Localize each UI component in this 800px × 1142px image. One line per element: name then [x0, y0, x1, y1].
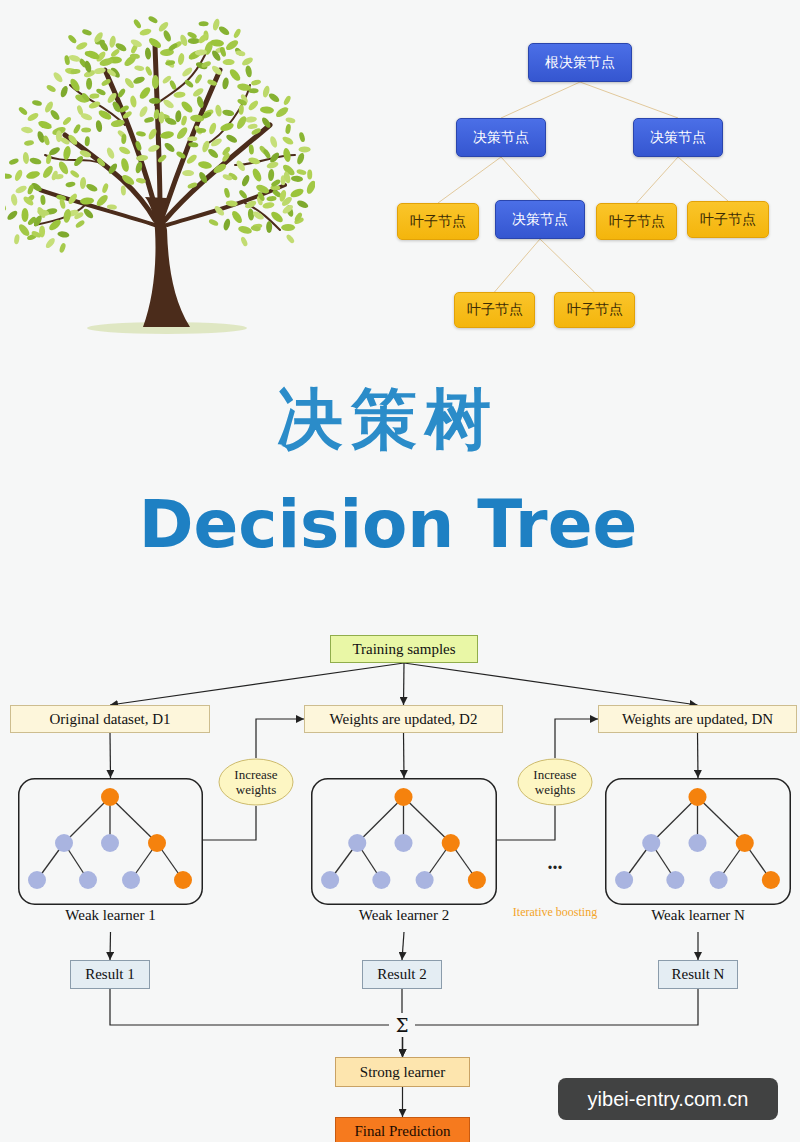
node-text: 叶子节点	[467, 301, 523, 319]
connector	[403, 663, 405, 705]
connector	[637, 157, 679, 203]
final-node: Final Prediction	[335, 1117, 470, 1142]
blue-node: 根决策节点	[528, 43, 632, 82]
node-text: Original dataset, D1	[49, 711, 170, 728]
node-text: Increase weights	[524, 767, 586, 797]
ellipse-node: Increase weights	[517, 758, 593, 806]
weak-learner-tree	[19, 779, 203, 905]
strong-node: Strong learner	[335, 1057, 470, 1087]
connector	[497, 806, 555, 840]
connector	[256, 719, 304, 758]
cream-node: Original dataset, D1	[10, 705, 210, 733]
node-text: Final Prediction	[354, 1123, 450, 1140]
connector	[501, 157, 540, 200]
learner-label: Weak learner N	[595, 907, 800, 924]
node-text: 叶子节点	[410, 213, 466, 231]
connector	[203, 806, 256, 840]
label-text: yibei-entry.com.cn	[558, 1078, 778, 1120]
ellipse-shape	[518, 759, 592, 805]
cream-node: Weights are updated, DN	[598, 705, 797, 733]
learner-svg	[18, 778, 203, 905]
connector	[580, 82, 678, 118]
connector	[402, 1087, 403, 1117]
learner-box	[18, 778, 203, 905]
yellow-node: 叶子节点	[397, 203, 479, 240]
diagram-title: 决策树	[188, 378, 588, 462]
yellow-node: 叶子节点	[454, 292, 535, 328]
node-text: Result 1	[85, 966, 135, 983]
label-text: Iterative boosting	[485, 903, 625, 921]
connector	[403, 989, 699, 1057]
tree-trunk	[143, 197, 190, 327]
node-text: 叶子节点	[609, 213, 665, 231]
learner-label: Weak learner 2	[301, 907, 507, 924]
node-text: Training samples	[352, 641, 455, 658]
node-text: Result 2	[377, 966, 427, 983]
label-text: Decision Tree	[40, 484, 736, 564]
green-node: Training samples	[330, 635, 478, 663]
node-text: 决策节点	[512, 211, 568, 229]
learner-box	[605, 778, 791, 905]
connector	[110, 989, 403, 1057]
connector	[678, 157, 728, 201]
yellow-node: 叶子节点	[554, 292, 635, 328]
blue-node: 决策节点	[633, 118, 723, 157]
connector	[404, 663, 698, 705]
blue-node: 决策节点	[495, 200, 585, 239]
connector	[402, 932, 404, 960]
node-text: 叶子节点	[700, 211, 756, 229]
connector	[697, 932, 698, 960]
blue-node: 决策节点	[456, 118, 546, 157]
node-text: 叶子节点	[567, 301, 623, 319]
ellipse-shape	[219, 759, 293, 805]
connector	[403, 733, 405, 778]
learner-svg	[605, 778, 791, 905]
result-node: Result 2	[362, 960, 442, 989]
connector	[501, 82, 580, 118]
weak-learner-tree	[312, 779, 496, 905]
cream-node: Weights are updated, D2	[304, 705, 503, 733]
connector	[555, 719, 598, 758]
learner-node: Weak learner 1	[18, 778, 203, 932]
learner-label: Weak learner 1	[8, 907, 213, 924]
node-text: Result N	[672, 966, 725, 983]
label-text: ...	[535, 850, 575, 874]
ellipse-node: Increase weights	[218, 758, 294, 806]
node-text: 决策节点	[650, 129, 706, 147]
learner-node: Weak learner 2	[311, 778, 497, 932]
connector	[110, 663, 404, 705]
weak-learner-tree	[606, 779, 790, 905]
connector	[109, 733, 111, 778]
tree-illustration	[5, 15, 315, 340]
node-text: Increase weights	[225, 767, 287, 797]
node-text: Weights are updated, D2	[330, 711, 478, 728]
connector	[697, 733, 699, 778]
node-text: Strong learner	[360, 1064, 445, 1081]
yellow-node: 叶子节点	[687, 201, 769, 238]
learner-box	[311, 778, 497, 905]
result-node: Result 1	[70, 960, 150, 989]
node-text: 根决策节点	[545, 54, 615, 72]
label-text: Σ	[392, 1013, 412, 1037]
connector	[438, 157, 501, 203]
connector	[109, 932, 111, 960]
connector	[540, 239, 595, 292]
learner-svg	[311, 778, 497, 905]
yellow-node: 叶子节点	[596, 203, 677, 240]
learner-node: Weak learner N	[605, 778, 791, 932]
node-text: 决策节点	[473, 129, 529, 147]
result-node: Result N	[658, 960, 738, 989]
node-text: Weights are updated, DN	[622, 711, 773, 728]
connector	[495, 239, 541, 292]
